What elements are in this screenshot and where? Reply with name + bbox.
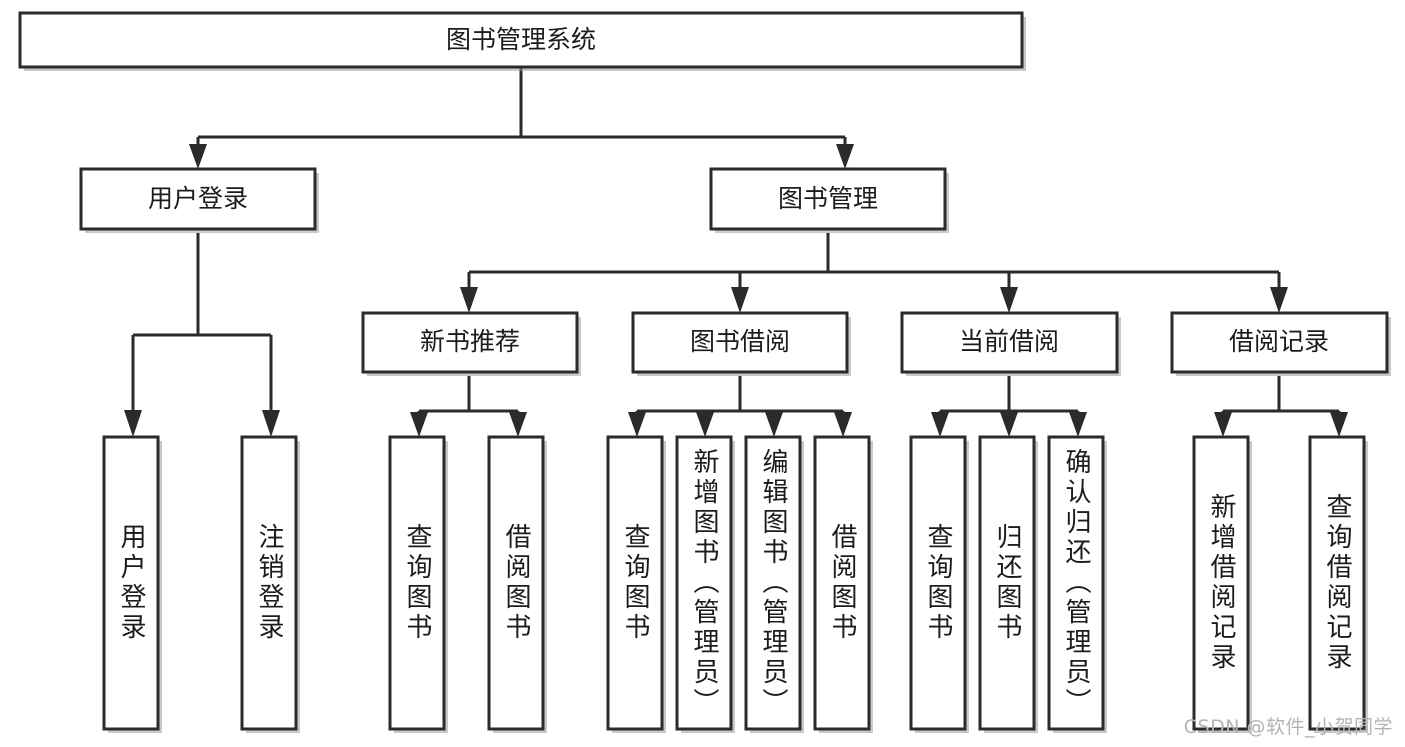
node-current-borrow[interactable]: 当前借阅 — [900, 311, 1121, 376]
leaf-node-query-book-1[interactable] — [388, 435, 448, 733]
connector-bookborrow-to-leaves — [628, 376, 852, 437]
leaf-node-logout[interactable] — [240, 435, 300, 733]
node-new-book-recommend[interactable]: 新书推荐 — [361, 311, 581, 376]
leaf-node-borrow-book-1[interactable] — [487, 435, 547, 733]
watermark-text: CSDN @软件_小贺同学 — [1183, 716, 1393, 738]
leaf-node-add-book[interactable] — [675, 435, 735, 733]
leaf-node-query-book-2[interactable] — [606, 435, 666, 733]
leaf-node-return-book[interactable] — [978, 435, 1038, 733]
connector-bookmgmt-to-level3 — [460, 233, 1288, 313]
connector-userlogin-to-leaves — [124, 233, 280, 437]
connector-currentborrow-to-leaves — [931, 376, 1087, 437]
leaf-node-add-borrow-record[interactable] — [1192, 435, 1252, 733]
leaf-node-edit-book[interactable] — [744, 435, 804, 733]
leaf-node-query-book-3[interactable] — [909, 435, 969, 733]
leaf-node-borrow-book-2[interactable] — [813, 435, 873, 733]
leaf-node-confirm-return[interactable] — [1047, 435, 1107, 733]
connector-borrowrecord-to-leaves — [1214, 376, 1348, 437]
leaf-node-user-login[interactable] — [102, 435, 162, 733]
node-new-book-recommend-label: 新书推荐 — [420, 327, 520, 356]
node-book-borrow[interactable]: 图书借阅 — [631, 311, 851, 376]
node-book-management-label: 图书管理 — [778, 184, 878, 213]
node-book-borrow-label: 图书借阅 — [690, 327, 790, 356]
node-book-management[interactable]: 图书管理 — [709, 167, 949, 233]
node-root[interactable]: 图书管理系统 — [18, 11, 1026, 71]
node-borrow-record-label: 借阅记录 — [1229, 327, 1329, 356]
connector-newbook-to-leaves — [410, 376, 527, 437]
node-current-borrow-label: 当前借阅 — [959, 327, 1059, 356]
leaf-node-query-borrow-record[interactable] — [1308, 435, 1368, 733]
node-borrow-record[interactable]: 借阅记录 — [1170, 311, 1391, 376]
node-root-label: 图书管理系统 — [446, 25, 596, 54]
connector-root-to-level2 — [189, 67, 854, 169]
node-user-login[interactable]: 用户登录 — [79, 167, 319, 233]
node-user-login-label: 用户登录 — [148, 184, 248, 213]
